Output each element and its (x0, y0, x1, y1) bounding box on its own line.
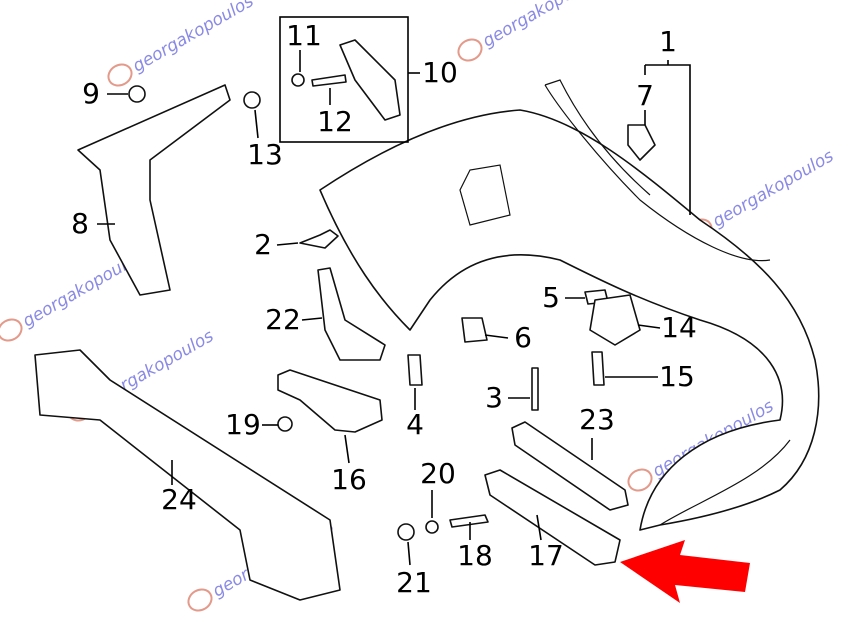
callout-8: 8 (71, 207, 89, 240)
watermark-text: georgakopoulos (709, 146, 837, 231)
bracket-16 (277, 369, 383, 433)
highlight-arrow (620, 540, 750, 603)
side-bracket (77, 84, 231, 296)
watermark-logo-icon (107, 63, 133, 87)
watermark-logo-icon (457, 38, 483, 62)
watermark-text: georgakopoulos (479, 0, 607, 52)
callout-13: 13 (247, 138, 283, 171)
callout-20: 20 (420, 457, 456, 490)
callout-10: 10 (422, 56, 458, 89)
bracket-22 (317, 267, 386, 361)
watermark: georgakopoulos (457, 0, 607, 62)
bolt-12 (311, 74, 347, 87)
clip-9 (128, 85, 146, 103)
callout-9: 9 (82, 77, 100, 110)
callout-15: 15 (659, 360, 695, 393)
nut-21 (397, 523, 415, 541)
callout-14: 14 (661, 311, 697, 344)
callout-2: 2 (254, 228, 272, 261)
washer-19 (277, 416, 293, 432)
clip-6 (461, 317, 488, 343)
callout-21: 21 (396, 566, 432, 599)
callout-18: 18 (457, 539, 493, 572)
bolt-4 (407, 354, 423, 386)
callout-17: 17 (528, 539, 564, 572)
callout-4: 4 (406, 408, 424, 441)
stud-3 (531, 367, 539, 411)
bracket-10 (339, 39, 401, 121)
leader-lines (97, 50, 691, 566)
bolt-15 (591, 351, 605, 386)
screw-2 (299, 229, 339, 249)
callout-16: 16 (331, 463, 367, 496)
bracket-17 (484, 469, 621, 566)
callout-1: 1 (659, 25, 677, 58)
washer-20 (425, 520, 439, 534)
bracket-14 (589, 294, 641, 346)
callout-12: 12 (317, 105, 353, 138)
watermark: georgakopoulos (107, 0, 257, 87)
callout-23: 23 (579, 403, 615, 436)
watermark-text: georgakopoulos (129, 0, 257, 77)
callout-labels: 1 2 3 4 5 6 7 8 9 10 11 12 13 14 15 16 1… (71, 19, 697, 599)
callout-3: 3 (485, 381, 503, 414)
callout-5: 5 (542, 281, 560, 314)
bracket-group-box (279, 16, 409, 143)
callout-22: 22 (265, 303, 301, 336)
callout-24: 24 (161, 483, 197, 516)
bumper-reinforcement-beam (34, 349, 341, 601)
watermark-logo-icon (0, 318, 23, 342)
callout-7: 7 (636, 79, 654, 112)
watermark-logo-icon (187, 588, 213, 612)
nut-13 (243, 91, 261, 109)
bolt-18 (449, 514, 489, 528)
watermark-logo-icon (627, 468, 653, 492)
callout-11: 11 (286, 19, 322, 52)
washer-11 (291, 73, 305, 87)
callout-6: 6 (514, 321, 532, 354)
callout-19: 19 (225, 408, 261, 441)
bracket-23 (511, 421, 629, 511)
cap-7 (627, 124, 656, 161)
